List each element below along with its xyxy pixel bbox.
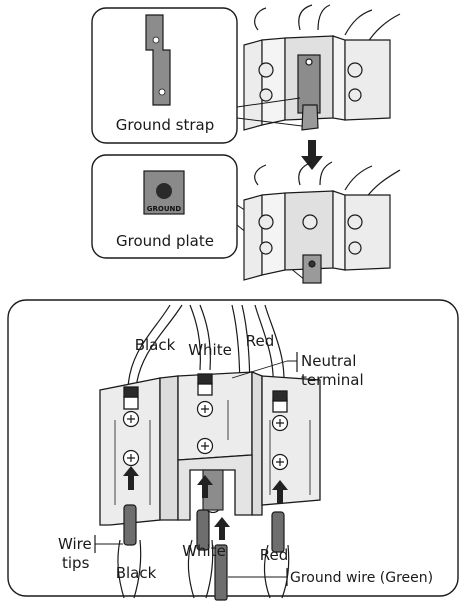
label-neutral-2: terminal — [301, 371, 364, 389]
label-red-top: Red — [246, 332, 275, 350]
ground-strap-icon — [145, 14, 171, 106]
label-black-top: Black — [135, 336, 176, 354]
top-terminal-block — [243, 4, 401, 131]
label-wire-tips-2: tips — [62, 554, 90, 572]
ground-plate-callout: GROUND Ground plate — [91, 154, 306, 281]
down-arrow-icon — [301, 140, 323, 170]
ground-wire-callout: Ground wire (Green) — [228, 568, 433, 586]
ground-plate-stamp: GROUND — [147, 205, 182, 213]
label-neutral-1: Neutral — [301, 352, 356, 370]
label-white-top: White — [188, 341, 232, 359]
wire-tips-callout: Wire tips — [58, 535, 123, 572]
ground-strap-label: Ground strap — [116, 116, 215, 134]
label-ground-wire: Ground wire (Green) — [290, 570, 433, 586]
label-red-bottom: Red — [260, 546, 289, 564]
top-terminal-block-plate — [243, 161, 401, 284]
label-wire-tips-1: Wire — [58, 535, 92, 553]
label-white-bottom: White — [182, 542, 226, 560]
ground-strap-callout: Ground strap — [91, 7, 303, 144]
ground-plate-icon: GROUND — [143, 170, 185, 215]
label-black-bottom: Black — [116, 564, 157, 582]
insert-arrows — [123, 466, 288, 540]
lower-wires — [117, 504, 290, 601]
ground-plate-label: Ground plate — [116, 232, 214, 250]
neutral-terminal-callout: Neutral terminal — [231, 352, 364, 389]
